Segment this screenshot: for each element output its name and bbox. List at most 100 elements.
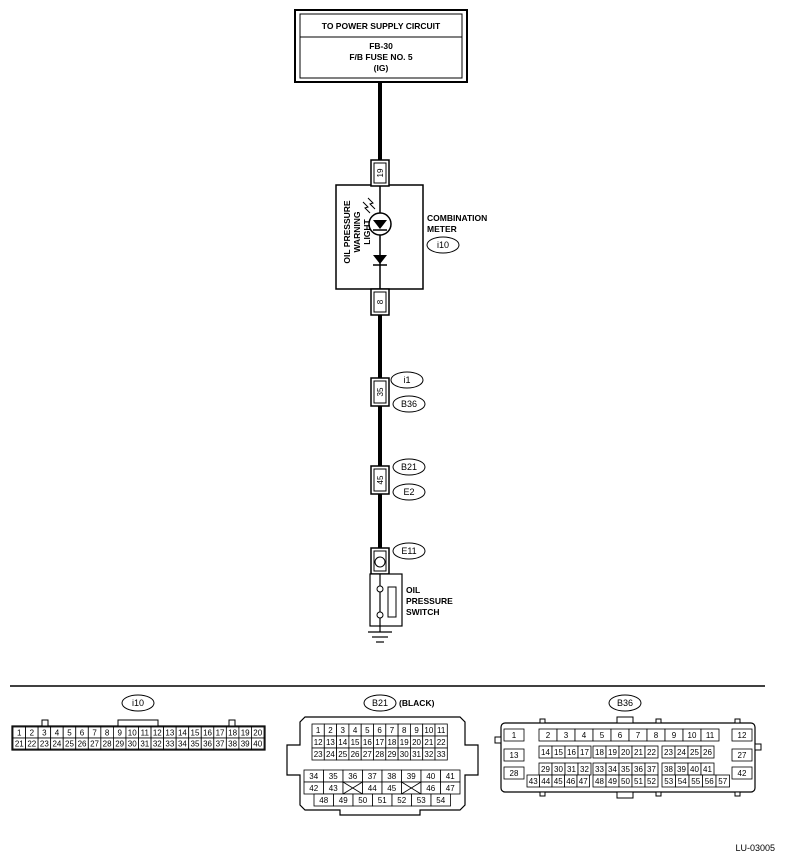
b36-pin-label: 8 — [654, 731, 659, 740]
b21-pin-label: 27 — [363, 750, 372, 759]
b21-pin-label: 15 — [351, 738, 360, 747]
joint1-upper-code: i1 — [403, 375, 410, 385]
b21-pin-label: 1 — [316, 726, 321, 735]
b36-pin-label: 10 — [688, 731, 697, 740]
power-supply-title: TO POWER SUPPLY CIRCUIT — [322, 21, 441, 31]
fuse-code: FB-30 — [369, 41, 393, 51]
b21-pin-label: 25 — [338, 750, 347, 759]
b21-pin-label: 8 — [402, 726, 407, 735]
b21-pin-label: 49 — [339, 796, 348, 805]
b36-pin-box — [731, 766, 753, 780]
b36-pin-label: 39 — [677, 765, 686, 774]
i10-pin-label: 28 — [103, 740, 112, 749]
b36-pin-box — [731, 748, 753, 762]
b36-pin-label: 45 — [554, 777, 563, 786]
b21-pin-label: 19 — [400, 738, 409, 747]
b36-pin-label: 13 — [510, 751, 519, 760]
b36-pin-label: 7 — [636, 731, 641, 740]
b21-pin-label: 34 — [309, 772, 318, 781]
b36-pin-box — [577, 745, 592, 759]
b36-pin-label: 32 — [580, 765, 589, 774]
i10-pin-label: 9 — [117, 729, 122, 738]
b21-pin-box — [430, 793, 451, 807]
b36-pin-label: 14 — [541, 748, 550, 757]
b36-pin-label: 6 — [618, 731, 623, 740]
b36-pin-label: 56 — [705, 777, 714, 786]
i10-pin-label: 6 — [80, 729, 85, 738]
i10-pin-label: 1 — [17, 729, 22, 738]
b36-pin-box — [644, 774, 659, 788]
switch-connector-code: E11 — [401, 546, 416, 556]
switch-label-2: PRESSURE — [406, 596, 453, 606]
b36-pin-label: 22 — [647, 748, 656, 757]
b21-pin-label: 42 — [309, 784, 318, 793]
b36-pin-label: 11 — [706, 731, 715, 740]
b36-pin-label: 28 — [510, 769, 519, 778]
b36-pin-label: 31 — [567, 765, 576, 774]
b21-pin-label: 33 — [437, 750, 446, 759]
b36-pin-label: 12 — [738, 731, 747, 740]
i10-pin-label: 31 — [140, 740, 149, 749]
i10-pin-label: 16 — [203, 729, 212, 738]
i10-pin-label: 34 — [178, 740, 187, 749]
i10-pin-label: 15 — [191, 729, 200, 738]
b21-pin-label: 41 — [446, 772, 455, 781]
b21-pin-label: 52 — [397, 796, 406, 805]
b36-pin-label: 51 — [634, 777, 643, 786]
b36-pin-label: 1 — [512, 731, 517, 740]
switch-label-1: OIL — [406, 585, 420, 595]
b21-pin-label: 45 — [387, 784, 396, 793]
oil-pressure-switch: E11 OIL PRESSURE SWITCH — [368, 542, 453, 643]
b36-pin-box — [503, 748, 525, 762]
i10-pin-label: 18 — [228, 729, 237, 738]
i10-pin-label: 13 — [165, 729, 174, 738]
b21-pin-label: 44 — [368, 784, 377, 793]
b36-pin-label: 18 — [595, 748, 604, 757]
i10-pin-label: 19 — [241, 729, 250, 738]
switch-label-3: SWITCH — [406, 607, 440, 617]
b36-pin-label: 15 — [554, 748, 563, 757]
b21-pin-label: 37 — [368, 772, 377, 781]
b36-pin-label: 57 — [718, 777, 727, 786]
b21-pin-label: 29 — [387, 750, 396, 759]
b36-pin-label: 20 — [621, 748, 630, 757]
i10-pin-label: 14 — [178, 729, 187, 738]
i10-pin-label: 25 — [65, 740, 74, 749]
b36-pin-label: 49 — [608, 777, 617, 786]
b36-pin-label: 52 — [647, 777, 656, 786]
i10-pin-label: 21 — [15, 740, 24, 749]
i10-pin-label: 24 — [52, 740, 61, 749]
b36-pin-label: 3 — [564, 731, 569, 740]
i10-name: i10 — [132, 698, 144, 708]
b21-pin-label: 40 — [426, 772, 435, 781]
joint2-lower-code: E2 — [403, 487, 414, 497]
i10-pin-label: 5 — [67, 729, 72, 738]
b21-pin-label: 32 — [424, 750, 433, 759]
b36-pin-label: 41 — [703, 765, 712, 774]
b36-pin-label: 43 — [529, 777, 538, 786]
b36-name: B36 — [617, 698, 633, 708]
b36-pin-box — [731, 728, 753, 742]
b36-pin-label: 26 — [703, 748, 712, 757]
b36-pin-box — [700, 745, 715, 759]
b36-pin-label: 34 — [608, 765, 617, 774]
b36-pin-label: 47 — [579, 777, 588, 786]
i10-pin-label: 30 — [128, 740, 137, 749]
diode-symbol — [373, 255, 387, 264]
meter-pin-8: 8 — [376, 299, 385, 304]
i10-pin-label: 10 — [128, 729, 137, 738]
joint2-pin: 45 — [376, 475, 385, 484]
b36-pin-label: 24 — [677, 748, 686, 757]
i10-pin-label: 7 — [92, 729, 97, 738]
meter-pin-19: 19 — [376, 168, 385, 177]
i10-pin-label: 29 — [115, 740, 124, 749]
i10-pin-label: 37 — [216, 740, 225, 749]
i10-pin-label: 8 — [105, 729, 110, 738]
b21-pin-label: 6 — [377, 726, 382, 735]
b21-pin-label: 9 — [414, 726, 419, 735]
b36-pin-label: 46 — [566, 777, 575, 786]
i10-pin-label: 4 — [55, 729, 60, 738]
b36-pin-label: 29 — [541, 765, 550, 774]
